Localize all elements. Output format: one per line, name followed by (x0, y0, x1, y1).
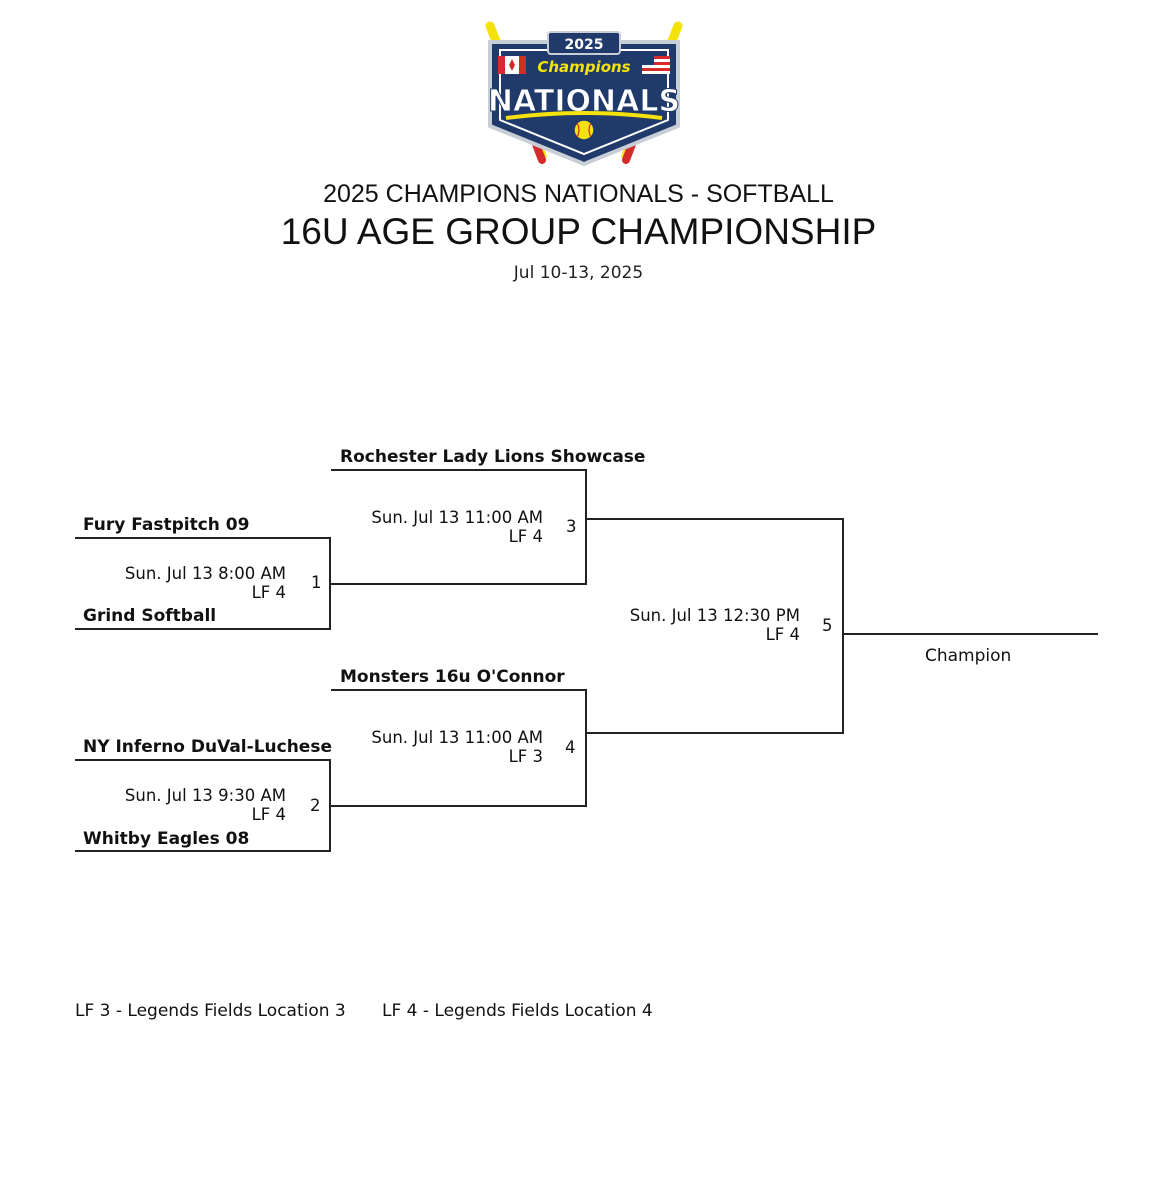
game-1-number: 1 (311, 573, 322, 592)
bracket-line (331, 469, 587, 471)
team-monsters: Monsters 16u O'Connor (340, 667, 565, 687)
legend-lf3: LF 3 - Legends Fields Location 3 (75, 1001, 346, 1021)
game-2-field: LF 4 (251, 805, 286, 824)
game-3-info: Sun. Jul 13 11:00 AM LF 4 (371, 508, 543, 546)
team-fury: Fury Fastpitch 09 (83, 515, 250, 535)
game-5-time: Sun. Jul 13 12:30 PM (629, 606, 800, 625)
champion-label: Champion (925, 646, 1012, 666)
bracket-line (587, 732, 844, 734)
champions-nationals-logo: 2025 Champions NATIONALS (485, 21, 683, 167)
bracket-line (585, 469, 587, 585)
game-5-number: 5 (822, 616, 833, 635)
legend-lf4: LF 4 - Legends Fields Location 4 (382, 1001, 653, 1021)
team-inferno: NY Inferno DuVal-Luchese (83, 737, 332, 757)
bracket-line (331, 805, 587, 807)
game-1-time: Sun. Jul 13 8:00 AM (124, 564, 286, 583)
bracket-line (329, 759, 331, 852)
bracket-line (842, 518, 844, 734)
event-dates: Jul 10-13, 2025 (513, 263, 644, 283)
game-4-field: LF 3 (508, 747, 543, 766)
game-3-field: LF 4 (508, 527, 543, 546)
bracket-line (329, 537, 331, 630)
event-subtitle: 2025 CHAMPIONS NATIONALS - SOFTBALL (323, 180, 834, 208)
game-5-info: Sun. Jul 13 12:30 PM LF 4 (630, 606, 800, 644)
bracket-line (75, 628, 331, 630)
bracket-line (75, 759, 331, 761)
bracket-line (331, 583, 587, 585)
logo-script: Champions (537, 58, 630, 76)
page-title: 16U AGE GROUP CHAMPIONSHIP (280, 211, 877, 252)
game-1-info: Sun. Jul 13 8:00 AM LF 4 (125, 564, 286, 602)
team-whitby: Whitby Eagles 08 (83, 829, 250, 849)
bracket-line (587, 518, 844, 520)
softball-icon (573, 119, 595, 141)
bracket-line (331, 689, 587, 691)
game-3-time: Sun. Jul 13 11:00 AM (371, 508, 543, 527)
game-1-field: LF 4 (251, 583, 286, 602)
team-grind: Grind Softball (83, 606, 217, 626)
champion-line (844, 633, 1098, 635)
game-2-time: Sun. Jul 13 9:30 AM (124, 786, 286, 805)
canada-flag-icon (498, 56, 526, 74)
usa-flag-icon (642, 56, 670, 74)
bracket-line (75, 537, 331, 539)
game-4-info: Sun. Jul 13 11:00 AM LF 3 (371, 728, 543, 766)
game-2-number: 2 (310, 796, 321, 815)
game-4-number: 4 (565, 738, 576, 757)
bracket-line (75, 850, 331, 852)
bracket-line (585, 689, 587, 807)
game-3-number: 3 (566, 517, 577, 536)
game-5-field: LF 4 (765, 625, 800, 644)
game-2-info: Sun. Jul 13 9:30 AM LF 4 (125, 786, 286, 824)
game-4-time: Sun. Jul 13 11:00 AM (371, 728, 543, 747)
team-rochester: Rochester Lady Lions Showcase (340, 447, 646, 467)
logo-year: 2025 (565, 37, 604, 53)
